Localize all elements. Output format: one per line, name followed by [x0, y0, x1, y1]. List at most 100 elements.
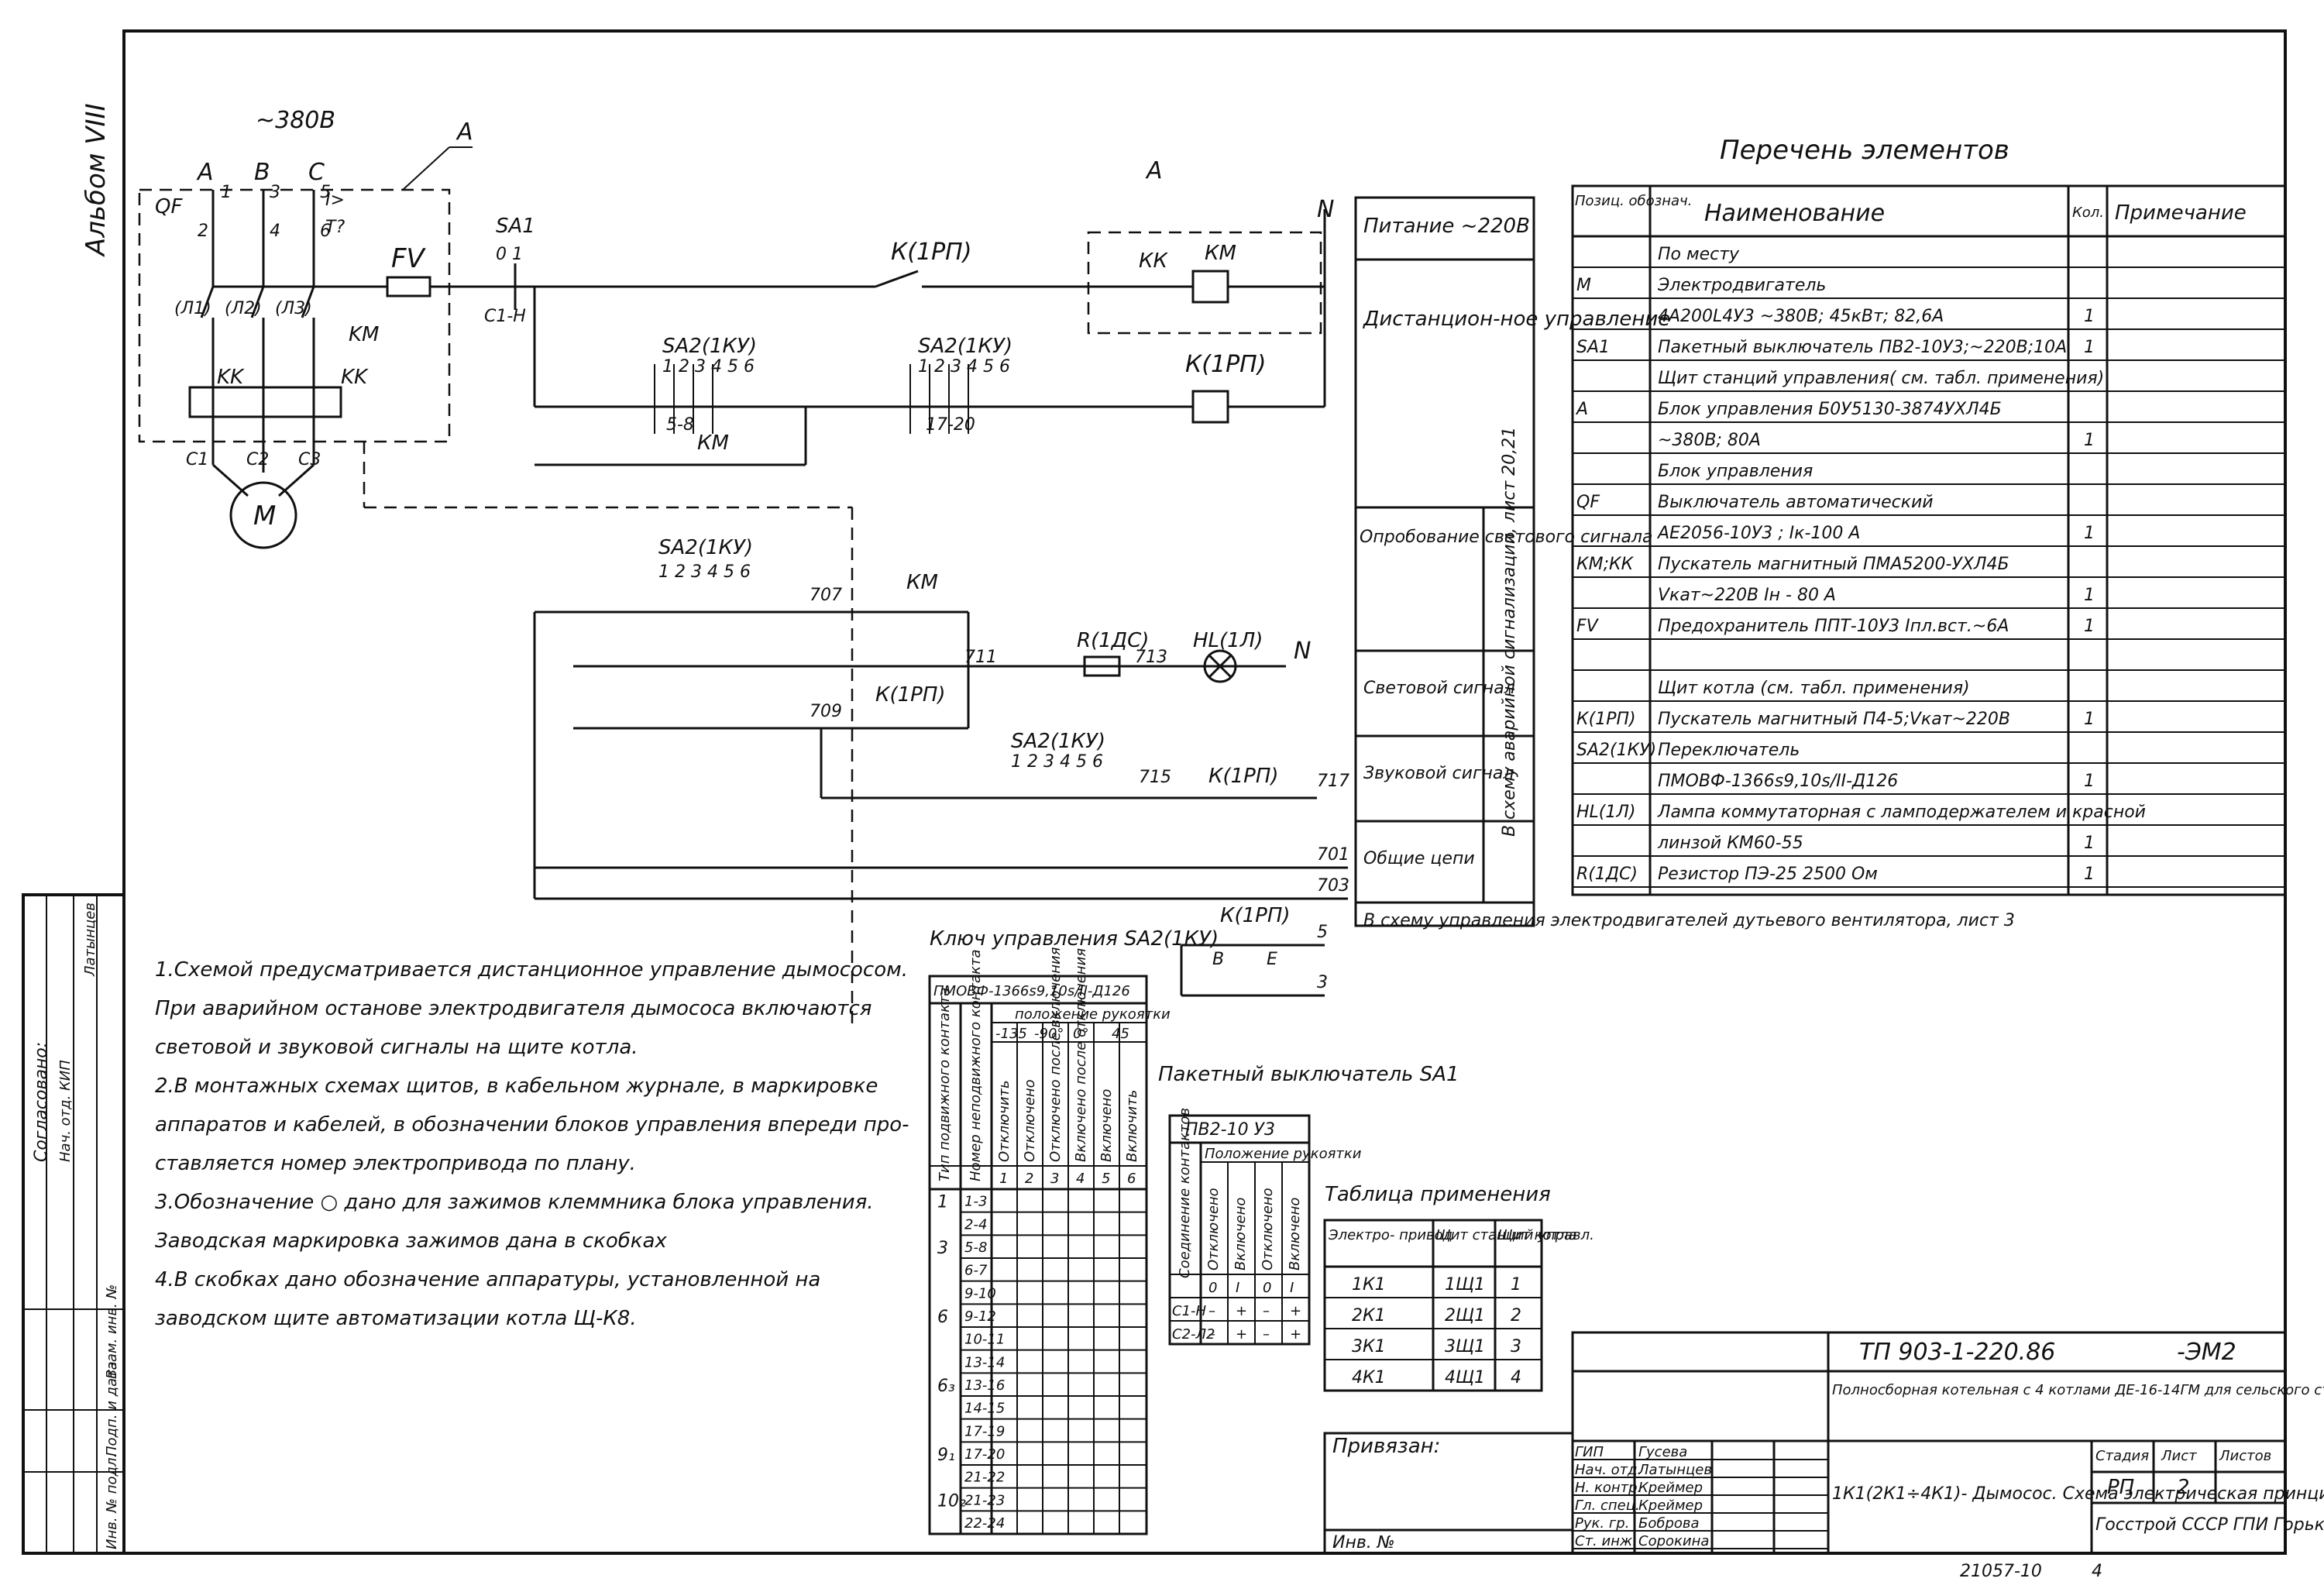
term-6: 6: [320, 222, 331, 241]
frag-w5: 5: [1317, 923, 1328, 942]
kk2-label-power: KK: [341, 366, 369, 389]
supply-voltage: ~380В: [256, 107, 335, 134]
lead-c2: C2: [246, 450, 269, 469]
key-angle: 0°: [1073, 1026, 1088, 1042]
km-label-power: KM: [349, 323, 379, 346]
sa2-label-1: SA2(1КУ): [662, 335, 757, 358]
key-col-head: Отключить: [996, 1080, 1012, 1162]
switch-cell: –: [1263, 1303, 1270, 1319]
note-line: 1.Схемой предусматривается дистанционное…: [155, 958, 908, 982]
album-label: Альбом VIII: [81, 103, 112, 257]
switch-num: 0: [1208, 1280, 1217, 1296]
stamp-person-role: Ст. инж.: [1575, 1533, 1637, 1549]
apply-cell-drive: 2К1: [1352, 1306, 1386, 1326]
switch-cell: –: [1208, 1326, 1215, 1343]
wire-5-8: 5-8: [666, 415, 694, 435]
parts-title: Перечень элементов: [1720, 135, 2009, 166]
kk-label-power: KK: [217, 366, 245, 389]
parts-row-qty: 1: [2084, 710, 2095, 729]
lead-c1: C1: [186, 450, 208, 469]
parts-row-name: Блок управления: [1658, 462, 1813, 481]
key-col-head: Отключено: [1022, 1079, 1038, 1162]
stamp-bottom-page: 4: [2092, 1562, 2102, 1581]
term-5: 5: [320, 183, 331, 202]
k1rp-top: К(1РП): [891, 239, 971, 266]
side-inv: Инв. № подл.: [104, 1453, 120, 1549]
parts-row-qty: 1: [2084, 338, 2095, 357]
side-kip: Нач. отд. КИП: [57, 1060, 74, 1162]
purpose-test: Опробование светового сигнала: [1360, 528, 1652, 547]
k1rp-sound-label: К(1РП): [1208, 765, 1279, 788]
key-angle: 45: [1112, 1026, 1129, 1042]
key-pos-header: положение рукоятки: [1015, 1006, 1171, 1023]
frag-w3: 3: [1317, 973, 1328, 992]
apply-cell-boiler: 2: [1511, 1306, 1521, 1326]
key-col-head-rot: Отключено: [1022, 1079, 1038, 1162]
km-aux-label: КМ: [697, 432, 729, 455]
note-line: При аварийном останове электродвигателя …: [155, 997, 871, 1020]
neutral-n: N: [1317, 196, 1334, 223]
parts-row-qty: 1: [2084, 834, 2095, 853]
key-num: 6: [1127, 1171, 1136, 1187]
switch-cell: +: [1290, 1326, 1301, 1343]
key-row-contact: 9-12: [964, 1308, 996, 1325]
purpose-light: Световой сигнал: [1363, 679, 1515, 698]
frag-k1rp: К(1РП): [1220, 904, 1291, 927]
purpose-table: [1354, 196, 1535, 927]
parts-row-pos: А: [1575, 400, 1588, 419]
key-row-type: 1: [937, 1193, 948, 1212]
km-signal-label: КМ: [906, 571, 938, 594]
sa1-pos: 0 1: [496, 245, 523, 264]
switch-cell: +: [1236, 1326, 1247, 1343]
parts-h-name: Наименование: [1704, 200, 1885, 227]
switch-title: Пакетный выключатель SA1: [1158, 1063, 1459, 1086]
key-col-head: Отключено после включения: [1047, 947, 1064, 1162]
parts-row-name: Пускатель магнитный ПМА5200-УХЛ4Б: [1658, 555, 2009, 574]
apply-h-panel: Щит станций управл.: [1435, 1227, 1594, 1243]
purpose-vertical: В схему аварийной сигнализации, лист 20,…: [1500, 427, 1519, 837]
note-line: Заводская маркировка зажимов дана в скоб…: [155, 1229, 667, 1253]
phase-lines: [200, 190, 315, 497]
stamp-person-role: ГИП: [1575, 1444, 1604, 1460]
parts-row-qty: 1: [2084, 772, 2095, 791]
block-a-ctrl-dashed: [1087, 231, 1322, 335]
note-line: 4.В скобках дано обозначение аппаратуры,…: [155, 1268, 820, 1291]
parts-row-name: По месту: [1658, 245, 1740, 264]
switch-cell: –: [1208, 1303, 1215, 1319]
purpose-sound: Звуковой сигнал: [1363, 764, 1514, 783]
k1rp-coil: [1191, 390, 1229, 424]
block-a-label-power: A: [456, 119, 473, 146]
parts-row-name: Предохранитель ППТ-10У3 Iпл.вст.~6А: [1658, 617, 2009, 636]
parts-row-pos: QF: [1576, 493, 1600, 512]
sa1-label: SA1: [496, 215, 535, 238]
neutral-n2: N: [1294, 638, 1311, 665]
term-2: 2: [198, 222, 208, 241]
key-row-contact: 1-3: [964, 1194, 987, 1210]
switch-cell: –: [1263, 1326, 1270, 1343]
key-title: Ключ управления SA2(1КУ): [930, 927, 1219, 951]
signal-wire-labels: 707 711 713 709 715 717 701 703: [810, 586, 1349, 896]
apply-title: Таблица применения: [1325, 1183, 1551, 1206]
key-row-contact: 14-15: [964, 1401, 1005, 1417]
switch-col-head: Отключено: [1260, 1188, 1276, 1271]
apply-cell-boiler: 1: [1511, 1275, 1521, 1295]
svg-text:713: 713: [1135, 648, 1167, 667]
resistor-r1ds: [1083, 655, 1121, 677]
key-row-contact: 21-22: [964, 1470, 1005, 1486]
stamp-inv: Инв. №: [1332, 1533, 1395, 1552]
parts-row-qty: 1: [2084, 865, 2095, 884]
side-signer: Латынцев: [82, 903, 98, 977]
parts-table: [1571, 184, 2287, 896]
apply-cell-drive: 3К1: [1352, 1337, 1386, 1356]
phase-c: C: [308, 159, 325, 186]
stamp-person-name: Боброва: [1638, 1515, 1700, 1532]
parts-row-name: АЕ2056-10У3 ; Iк-100 А: [1656, 524, 1860, 543]
term-l1: (Л1): [174, 299, 211, 318]
key-col-head-rot: Отключить: [996, 1080, 1012, 1162]
apply-cell-panel: 2Щ1: [1445, 1306, 1485, 1326]
apply-cell-drive: 1К1: [1352, 1275, 1386, 1295]
